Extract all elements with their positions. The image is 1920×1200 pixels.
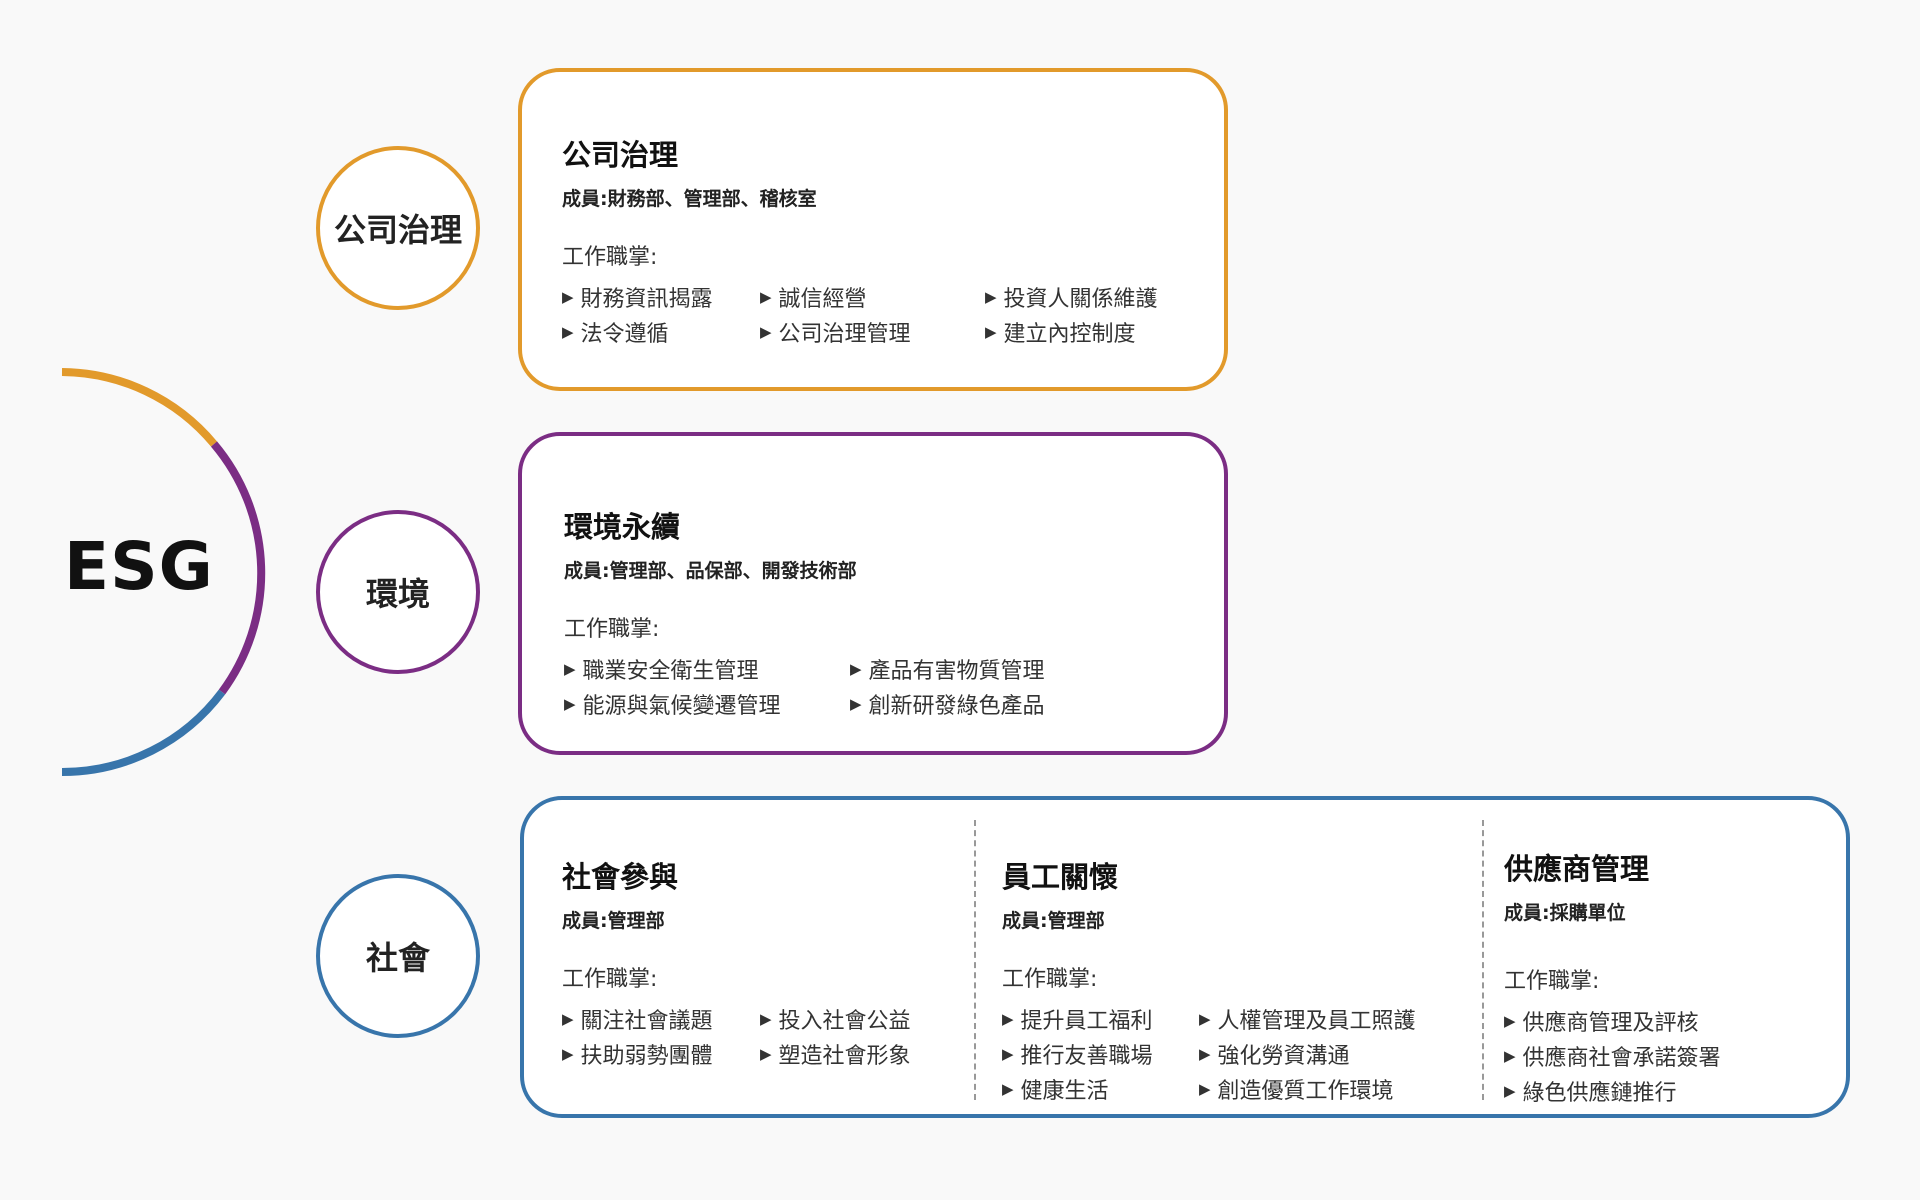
employee-title: 員工關懷	[1002, 860, 1119, 894]
duty-item: ▶強化勞資溝通	[1199, 1044, 1350, 1069]
esg-arc-governance	[61, 368, 218, 447]
social-section-community: 社會參與 成員:管理部 工作職掌: ▶關注社會議題 ▶投入社會公益 ▶扶助弱勢團…	[562, 854, 960, 1070]
social-panel: 社會參與 成員:管理部 工作職掌: ▶關注社會議題 ▶投入社會公益 ▶扶助弱勢團…	[520, 796, 1850, 1118]
governance-members: 成員:財務部、管理部、稽核室	[562, 188, 817, 210]
esg-arc-environment	[210, 441, 266, 695]
triangle-bullet-icon: ▶	[760, 323, 772, 341]
triangle-bullet-icon: ▶	[760, 1045, 772, 1063]
governance-duty-list: ▶財務資訊揭露 ▶誠信經營 ▶投資人關係維護 ▶法令遵循 ▶公司治理管理 ▶建立…	[562, 281, 1185, 348]
governance-section: 公司治理 成員:財務部、管理部、稽核室 工作職掌: ▶財務資訊揭露 ▶誠信經營 …	[562, 132, 1185, 348]
duty-item: ▶扶助弱勢團體	[562, 1044, 713, 1069]
duty-item: ▶健康生活	[1002, 1079, 1109, 1104]
governance-panel: 公司治理 成員:財務部、管理部、稽核室 工作職掌: ▶財務資訊揭露 ▶誠信經營 …	[518, 68, 1228, 391]
environment-duty-list: ▶職業安全衛生管理 ▶產品有害物質管理 ▶能源與氣候變遷管理 ▶創新研發綠色產品	[564, 653, 1110, 720]
community-duties-label: 工作職掌:	[562, 967, 658, 992]
triangle-bullet-icon: ▶	[985, 323, 997, 341]
duty-item: ▶供應商社會承諾簽署	[1504, 1046, 1721, 1071]
environment-members: 成員:管理部、品保部、開發技術部	[564, 560, 857, 582]
duty-item: ▶誠信經營	[760, 287, 867, 312]
category-circle-social: 社會	[316, 874, 480, 1038]
social-section-supplier: 供應商管理 成員:採購單位 工作職掌: ▶供應商管理及評核 ▶供應商社會承諾簽署…	[1504, 846, 1804, 1107]
duty-item: ▶創造優質工作環境	[1199, 1079, 1394, 1104]
community-duty-list: ▶關注社會議題 ▶投入社會公益 ▶扶助弱勢團體 ▶塑造社會形象	[562, 1003, 960, 1070]
duty-item: ▶供應商管理及評核	[1504, 1011, 1699, 1036]
duty-item: ▶關注社會議題	[562, 1009, 713, 1034]
triangle-bullet-icon: ▶	[1002, 1010, 1014, 1028]
triangle-bullet-icon: ▶	[562, 288, 574, 306]
triangle-bullet-icon: ▶	[1199, 1010, 1211, 1028]
category-circle-governance: 公司治理	[316, 146, 480, 310]
triangle-bullet-icon: ▶	[850, 660, 862, 678]
triangle-bullet-icon: ▶	[562, 323, 574, 341]
supplier-duties-label: 工作職掌:	[1504, 969, 1600, 994]
environment-panel: 環境永續 成員:管理部、品保部、開發技術部 工作職掌: ▶職業安全衛生管理 ▶產…	[518, 432, 1228, 755]
triangle-bullet-icon: ▶	[985, 288, 997, 306]
duty-item: ▶提升員工福利	[1002, 1009, 1153, 1034]
triangle-bullet-icon: ▶	[850, 695, 862, 713]
duty-item: ▶財務資訊揭露	[562, 287, 713, 312]
employee-members: 成員:管理部	[1002, 910, 1105, 932]
duty-item: ▶綠色供應鏈推行	[1504, 1081, 1677, 1106]
supplier-members: 成員:採購單位	[1504, 902, 1626, 924]
supplier-title: 供應商管理	[1504, 852, 1650, 886]
environment-section: 環境永續 成員:管理部、品保部、開發技術部 工作職掌: ▶職業安全衛生管理 ▶產…	[564, 504, 1110, 720]
esg-label: ESG	[64, 528, 214, 605]
community-title: 社會參與	[562, 860, 679, 894]
duty-item: ▶法令遵循	[562, 322, 669, 347]
triangle-bullet-icon: ▶	[564, 660, 576, 678]
triangle-bullet-icon: ▶	[1504, 1012, 1516, 1030]
triangle-bullet-icon: ▶	[1002, 1080, 1014, 1098]
community-members: 成員:管理部	[562, 910, 665, 932]
triangle-bullet-icon: ▶	[1002, 1045, 1014, 1063]
duty-item: ▶能源與氣候變遷管理	[564, 694, 781, 719]
environment-title: 環境永續	[564, 510, 681, 544]
triangle-bullet-icon: ▶	[1504, 1082, 1516, 1100]
duty-item: ▶塑造社會形象	[760, 1044, 911, 1069]
social-section-employee: 員工關懷 成員:管理部 工作職掌: ▶提升員工福利 ▶人權管理及員工照護 ▶推行…	[1002, 854, 1439, 1105]
triangle-bullet-icon: ▶	[562, 1010, 574, 1028]
duty-item: ▶公司治理管理	[760, 322, 911, 347]
duty-item: ▶推行友善職場	[1002, 1044, 1153, 1069]
duty-item: ▶投資人關係維護	[985, 287, 1158, 312]
triangle-bullet-icon: ▶	[760, 1010, 772, 1028]
triangle-bullet-icon: ▶	[760, 288, 772, 306]
category-circle-environment: 環境	[316, 510, 480, 674]
triangle-bullet-icon: ▶	[1199, 1045, 1211, 1063]
duty-item: ▶建立內控制度	[985, 322, 1136, 347]
triangle-bullet-icon: ▶	[1504, 1047, 1516, 1065]
environment-duties-label: 工作職掌:	[564, 617, 660, 642]
governance-title: 公司治理	[562, 138, 679, 172]
duty-item: ▶人權管理及員工照護	[1199, 1009, 1416, 1034]
supplier-duty-list: ▶供應商管理及評核 ▶供應商社會承諾簽署 ▶綠色供應鏈推行	[1504, 1005, 1804, 1107]
governance-duties-label: 工作職掌:	[562, 245, 658, 270]
triangle-bullet-icon: ▶	[562, 1045, 574, 1063]
triangle-bullet-icon: ▶	[1199, 1080, 1211, 1098]
esg-arc-social	[61, 689, 226, 776]
duty-item: ▶職業安全衛生管理	[564, 659, 759, 684]
section-divider	[974, 820, 976, 1100]
employee-duties-label: 工作職掌:	[1002, 967, 1098, 992]
triangle-bullet-icon: ▶	[564, 695, 576, 713]
employee-duty-list: ▶提升員工福利 ▶人權管理及員工照護 ▶推行友善職場 ▶強化勞資溝通 ▶健康生活…	[1002, 1003, 1439, 1105]
duty-item: ▶投入社會公益	[760, 1009, 911, 1034]
section-divider	[1482, 820, 1484, 1100]
duty-item: ▶產品有害物質管理	[850, 659, 1045, 684]
duty-item: ▶創新研發綠色產品	[850, 694, 1045, 719]
esg-arc	[61, 368, 266, 776]
